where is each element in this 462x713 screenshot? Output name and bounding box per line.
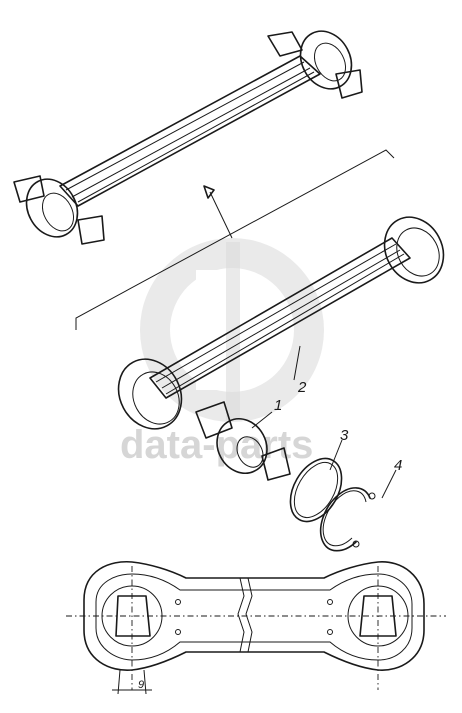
callout-3: 3 bbox=[340, 427, 349, 444]
dimension-label: 9 bbox=[138, 679, 144, 691]
callout-1: 1 bbox=[274, 397, 282, 414]
circlip bbox=[319, 487, 376, 552]
assembled-reaction-rod bbox=[13, 30, 363, 245]
rod-body bbox=[117, 216, 445, 430]
explode-bracket bbox=[75, 149, 395, 330]
callout-leaders bbox=[251, 345, 397, 499]
plan-view: 9 bbox=[66, 560, 446, 695]
callout-2: 2 bbox=[297, 379, 307, 396]
ball-joint bbox=[195, 401, 291, 481]
callout-4: 4 bbox=[394, 457, 402, 474]
